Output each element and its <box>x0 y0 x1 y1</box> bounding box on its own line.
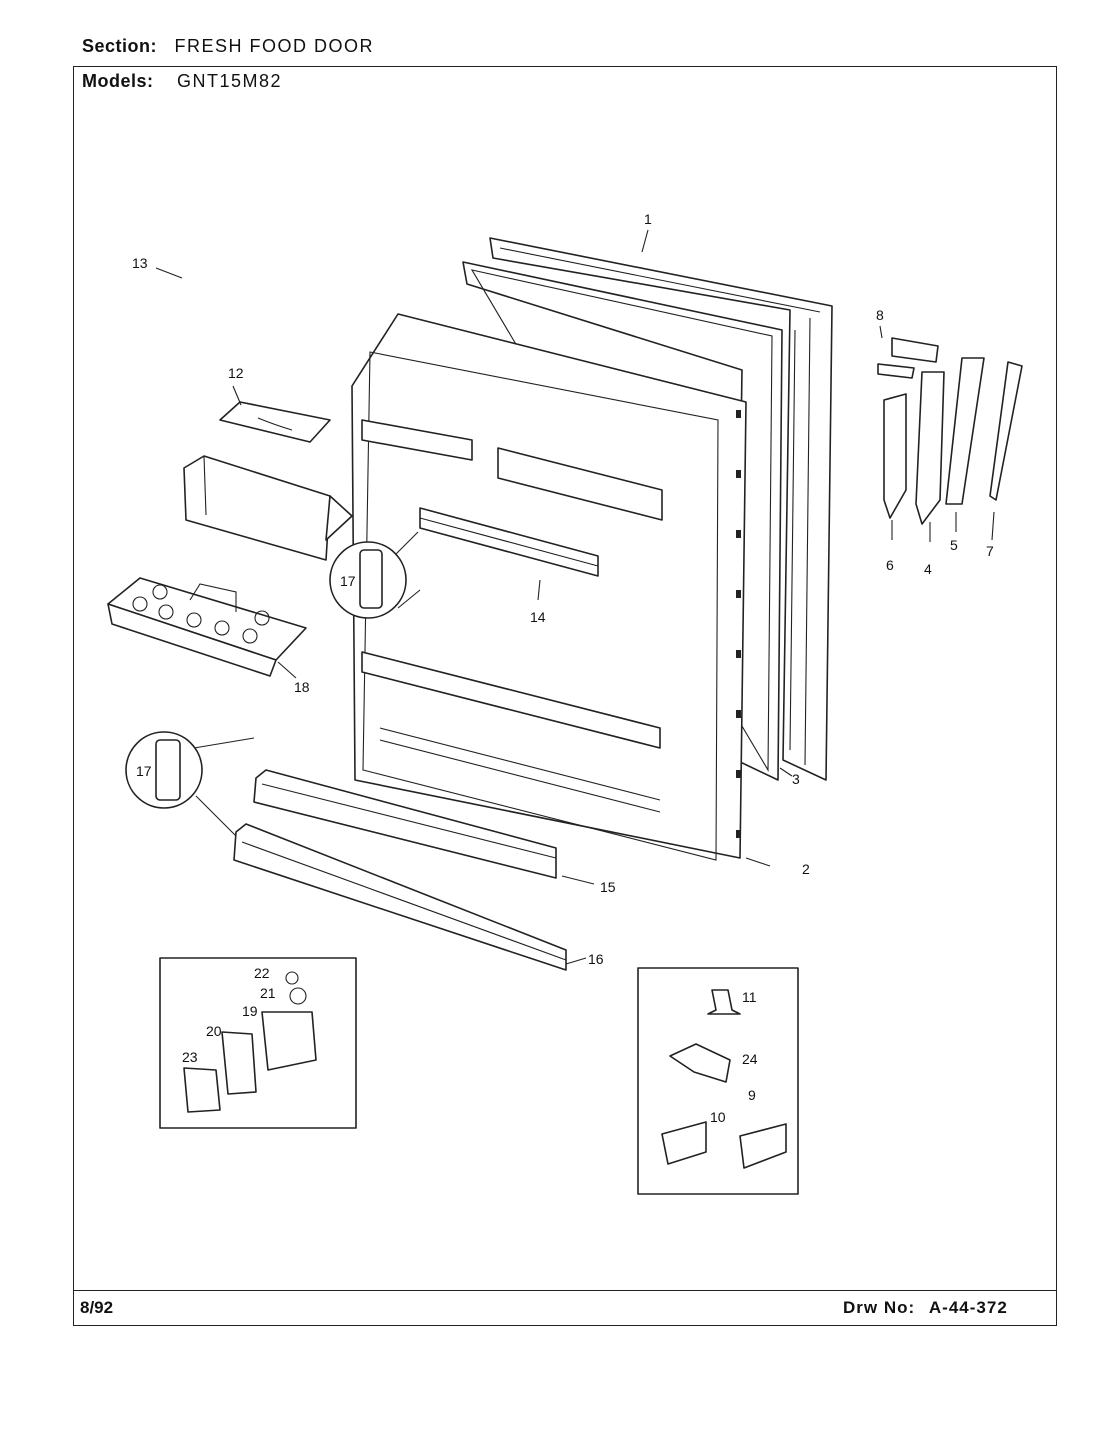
callout-7: 7 <box>986 543 994 559</box>
footer-divider <box>73 1290 1057 1291</box>
callout-15: 15 <box>600 879 616 895</box>
callout-18: 18 <box>294 679 310 695</box>
callout-2: 2 <box>802 861 810 877</box>
hinge-cover-4 <box>915 371 945 525</box>
butter-compartment-door <box>219 401 331 443</box>
callout-11: 11 <box>742 989 757 1005</box>
models-label: Models: <box>82 71 154 91</box>
callout-16: 16 <box>588 951 604 967</box>
door-liner <box>351 313 747 861</box>
callout-14: 14 <box>530 609 546 625</box>
callout-19: 19 <box>242 1003 258 1019</box>
section-header: Section: FRESH FOOD DOOR <box>82 36 374 57</box>
inset-box-hinge-left <box>159 957 357 1129</box>
hinge-parts <box>877 337 1023 525</box>
leader-lines <box>155 229 995 965</box>
inset-box-hinge-right <box>637 967 799 1195</box>
callout-24: 24 <box>742 1051 758 1067</box>
door-rail-15 <box>253 769 557 879</box>
callout-13: 13 <box>132 255 148 271</box>
callout-3: 3 <box>792 771 800 787</box>
callout-17-lower: 17 <box>136 763 152 779</box>
models-header: Models: GNT15M82 <box>82 71 282 92</box>
callout-6: 6 <box>886 557 894 573</box>
drawing-date: 8/92 <box>80 1298 114 1317</box>
door-rail-16 <box>233 823 567 971</box>
callout-12: 12 <box>228 365 244 381</box>
outer-door-panel <box>489 237 833 781</box>
hinge-bracket-8 <box>891 337 939 363</box>
liner-edge-holes <box>736 410 741 838</box>
section-value: FRESH FOOD DOOR <box>174 36 375 56</box>
clip-detail-17-upper <box>329 531 421 619</box>
callout-8: 8 <box>876 307 884 323</box>
drawing-frame <box>73 66 1057 1326</box>
callout-21: 21 <box>260 985 276 1001</box>
models-value: GNT15M82 <box>177 71 283 91</box>
callout-9: 9 <box>748 1087 756 1103</box>
drawing-number: A-44-372 <box>928 1298 1008 1317</box>
drawing-number-block: Drw No: A-44-372 <box>843 1298 1008 1318</box>
callout-17-upper: 17 <box>340 573 356 589</box>
callout-5: 5 <box>950 537 958 553</box>
callout-20: 20 <box>206 1023 222 1039</box>
callout-1: 1 <box>644 211 652 227</box>
shelf-rail-14 <box>419 507 599 577</box>
clip-detail-17-lower <box>125 731 255 837</box>
trim-5 <box>945 357 985 505</box>
callout-10: 10 <box>710 1109 726 1125</box>
callout-23: 23 <box>182 1049 198 1065</box>
drawing-number-label: Drw No: <box>843 1298 916 1317</box>
trim-7 <box>989 361 1023 501</box>
hinge-cover-6 <box>883 393 907 519</box>
callout-22: 22 <box>254 965 270 981</box>
egg-tray <box>107 577 307 677</box>
butter-compartment <box>183 455 353 561</box>
section-label: Section: <box>82 36 158 56</box>
callout-4: 4 <box>924 561 932 577</box>
callout-labels: 1 2 3 4 5 6 7 8 9 10 11 12 13 14 15 16 1… <box>132 211 994 1125</box>
